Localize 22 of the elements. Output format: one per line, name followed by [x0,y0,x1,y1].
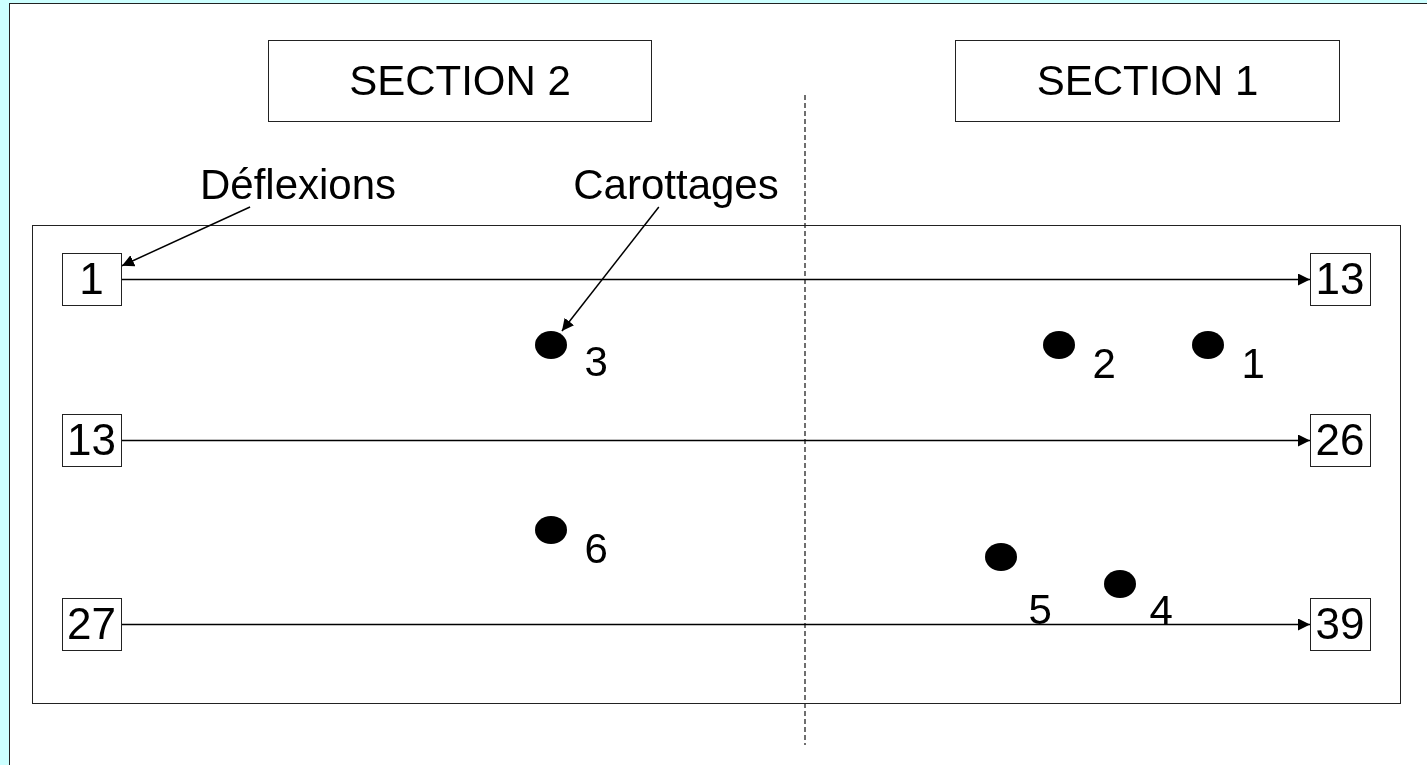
station-box: 13 [61,413,122,467]
survey-area-frame [32,225,1401,704]
station-box: 26 [1309,413,1371,467]
arrow [121,434,1311,447]
callout-label: Carottages [565,163,787,207]
point-number: 1 [1241,342,1265,385]
station-box: 13 [1309,252,1371,306]
section-box: SECTION 2 [268,40,652,122]
point-number: 6 [584,527,608,570]
point-number: 3 [584,340,608,383]
arrow [121,273,1311,286]
station-box: 1 [61,252,122,306]
point-number: 5 [1028,588,1052,631]
station-box: 39 [1309,597,1371,651]
point-number: 4 [1149,589,1173,632]
point-number: 2 [1092,342,1116,385]
arrow [561,206,660,332]
arrow [121,206,251,267]
section-box: SECTION 1 [955,40,1340,122]
arrow [121,618,1311,631]
station-box: 27 [61,597,122,651]
callout-label: Déflexions [186,163,410,207]
